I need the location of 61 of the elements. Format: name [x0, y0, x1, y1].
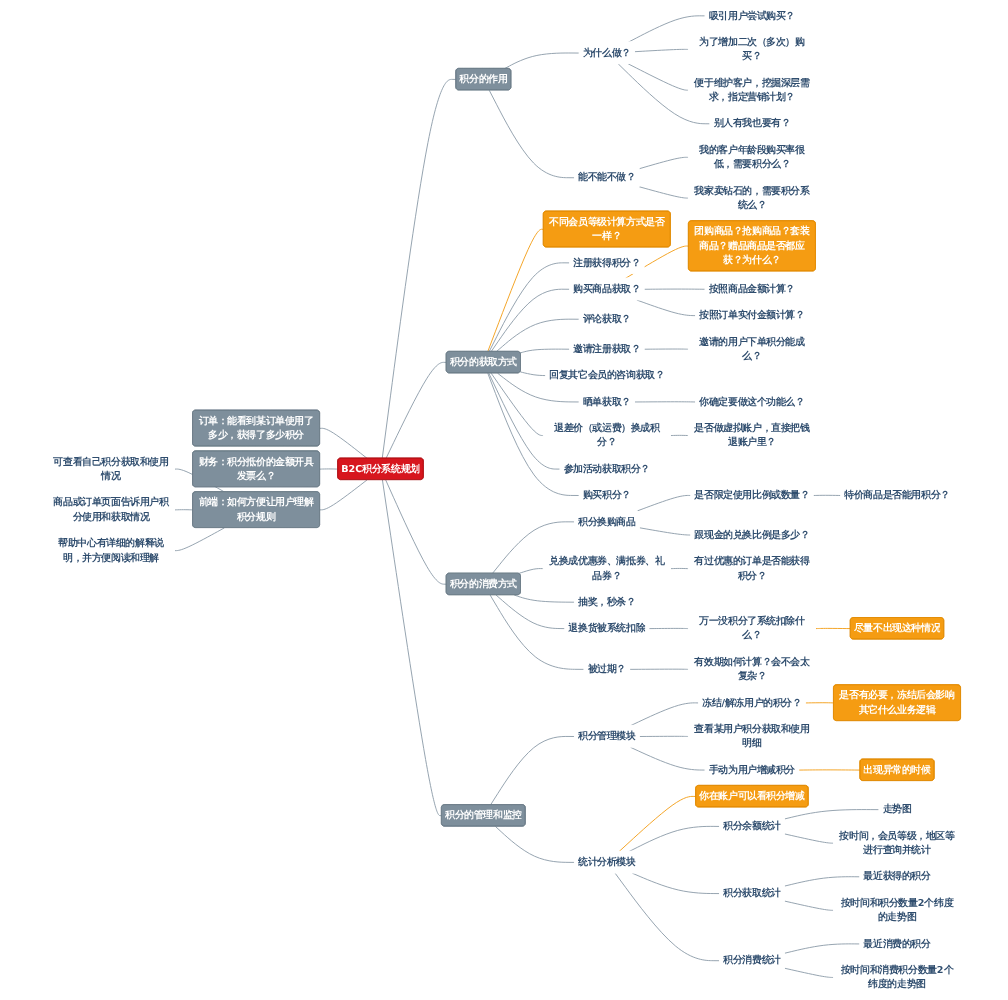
connector [798, 769, 861, 771]
connector [639, 735, 690, 737]
connector [494, 826, 576, 863]
connector [643, 288, 706, 290]
connector [495, 594, 566, 630]
connector [385, 479, 447, 585]
connector [319, 479, 368, 511]
connector [638, 156, 690, 170]
connector [174, 527, 225, 552]
connector [812, 494, 842, 496]
connector [614, 872, 721, 962]
connector [385, 361, 447, 459]
connector [648, 627, 690, 630]
connector [784, 876, 861, 887]
connector [490, 736, 576, 806]
connector [488, 372, 561, 470]
connector [319, 468, 339, 470]
connector [519, 348, 571, 354]
connector [638, 186, 690, 199]
connector [628, 825, 721, 853]
connector [617, 63, 711, 125]
connector [784, 967, 835, 978]
connector [627, 15, 706, 43]
connector [495, 318, 580, 353]
connector [784, 809, 880, 820]
connector [631, 872, 721, 895]
connector [381, 479, 443, 817]
connector [634, 401, 697, 403]
connector [639, 527, 692, 536]
connector [627, 63, 690, 91]
connector [784, 943, 861, 954]
connector [319, 427, 368, 459]
connector [504, 52, 580, 70]
connector [784, 833, 835, 844]
connector [784, 900, 835, 911]
connector [805, 702, 835, 704]
connector [815, 627, 851, 630]
connector [497, 372, 580, 403]
connector [519, 371, 547, 377]
connector [488, 262, 571, 353]
connector [490, 372, 545, 436]
connector [513, 594, 576, 603]
connector [174, 509, 194, 511]
connector [630, 702, 700, 727]
connector [634, 48, 690, 53]
connector [488, 89, 576, 179]
connector [636, 495, 692, 512]
connector [381, 78, 457, 459]
connector [629, 668, 690, 670]
connector [670, 434, 690, 436]
connector [489, 594, 585, 670]
connector [487, 228, 545, 353]
connector [636, 299, 697, 317]
connector [643, 348, 690, 350]
connector [518, 568, 545, 574]
connector [618, 795, 697, 853]
connector [630, 746, 706, 771]
connector [492, 521, 576, 574]
connector [490, 288, 571, 353]
connector [670, 568, 690, 570]
connector [487, 372, 580, 496]
